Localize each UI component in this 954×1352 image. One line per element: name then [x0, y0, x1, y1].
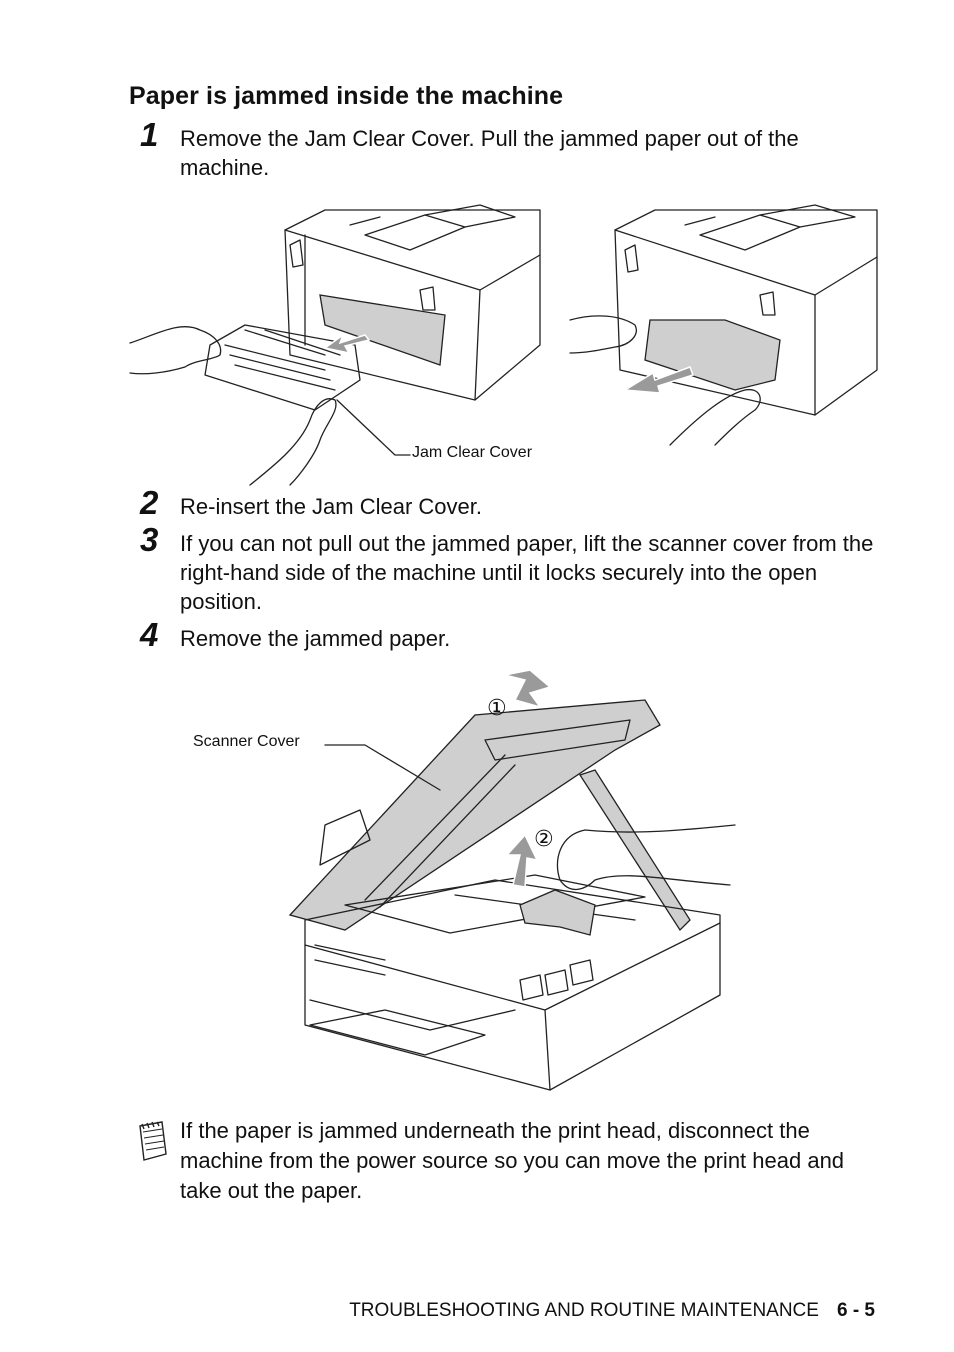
memo-pad-icon	[139, 1121, 167, 1161]
machine-rear-right	[614, 204, 878, 416]
machine-body	[304, 874, 721, 1091]
support-arm	[578, 769, 691, 932]
pull-arrow-right	[622, 366, 694, 394]
step-number-2: 2	[140, 484, 159, 521]
step-text-2: Re-insert the Jam Clear Cover.	[180, 494, 482, 519]
note-text: If the paper is jammed underneath the pr…	[180, 1118, 845, 1203]
page-title: Paper is jammed inside the machine	[129, 82, 564, 110]
scanner-cover-illustration	[288, 669, 736, 1091]
step-text-1: Remove the Jam Clear Cover. Pull the jam…	[180, 126, 799, 180]
pull-arrow-left	[323, 332, 371, 355]
lift-arrow-2	[505, 833, 539, 888]
machine-rear-left	[284, 204, 541, 401]
step-marker-2: ②	[534, 826, 554, 851]
step-number-4: 4	[140, 616, 159, 653]
step-marker-1: ①	[487, 695, 507, 720]
footer-page-number: 6 - 5	[836, 1300, 875, 1321]
scanner-cover-callout: Scanner Cover	[193, 733, 300, 750]
step-text-3: If you can not pull out the jammed paper…	[180, 531, 874, 614]
jam-clear-cover-illustration	[129, 204, 878, 486]
scanner-cover-part	[288, 699, 661, 931]
page-footer: TROUBLESHOOTING AND ROUTINE MAINTENANCE 6…	[349, 1300, 875, 1322]
step-number-1: 1	[140, 116, 159, 153]
jammed-paper	[519, 889, 596, 936]
lift-arrow-1	[504, 669, 552, 709]
jam-clear-cover-part	[204, 324, 361, 411]
step-number-3: 3	[140, 521, 159, 558]
step-text-4: Remove the jammed paper.	[180, 626, 451, 651]
jam-clear-cover-callout: Jam Clear Cover	[412, 444, 533, 461]
footer-section: TROUBLESHOOTING AND ROUTINE MAINTENANCE	[349, 1300, 819, 1321]
